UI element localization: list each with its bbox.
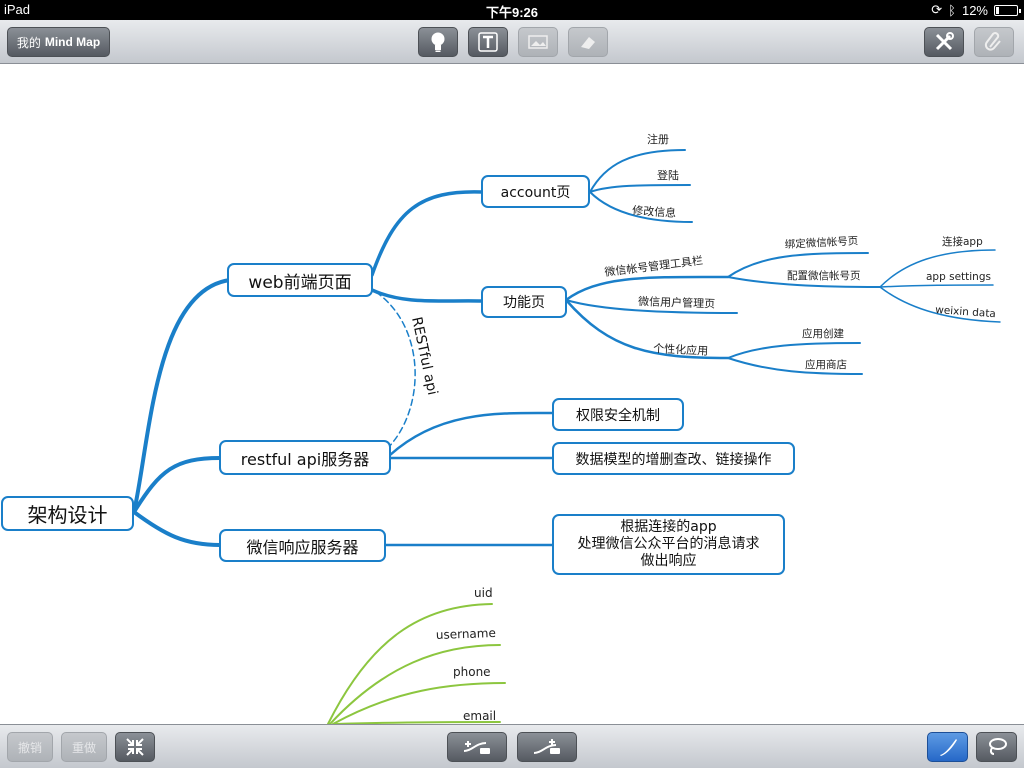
connector-toolbar-config [727, 276, 881, 288]
connector-config-data [879, 286, 1001, 323]
battery-fill [996, 6, 999, 14]
leaf-app-create[interactable]: 应用创建 [802, 327, 844, 340]
connector-config-settings [879, 284, 994, 288]
connector-root-weixin [132, 510, 222, 547]
add-child-button[interactable] [447, 732, 507, 762]
connector-account-login [589, 184, 691, 193]
leaf-bind[interactable]: 绑定微信帐号页 [784, 234, 858, 251]
lasso-icon [988, 738, 1007, 755]
connector-function-personalized [564, 298, 730, 360]
my-mindmap-button[interactable]: 我的 Mind Map [7, 27, 110, 57]
branch-weixin-server[interactable]: 微信响应服务器 [219, 529, 386, 562]
leaf-email[interactable]: email [463, 709, 496, 723]
add-child-node-icon [463, 741, 490, 754]
connector-root-web [132, 278, 232, 514]
connector-toolbar-bind [727, 252, 869, 278]
connector-personal-store [727, 357, 863, 375]
device-name: iPad [4, 2, 31, 17]
image-button[interactable] [518, 27, 558, 57]
connector-config-connect [879, 249, 996, 288]
node-permissions[interactable]: 权限安全机制 [552, 398, 684, 431]
status-bar: iPad 下午9:26 ⟳ ᛒ 12% [0, 0, 1024, 20]
connector-personal-create [727, 342, 861, 359]
bluetooth-icon: ᛒ [948, 2, 956, 18]
connector-restful-permissions [388, 411, 555, 457]
tools-icon [935, 32, 954, 51]
idea-button[interactable] [418, 27, 458, 57]
add-sibling-node-icon [533, 739, 560, 754]
connector-function-toolbar [564, 275, 730, 302]
leaf-register[interactable]: 注册 [647, 132, 669, 146]
connector-function-usermgmt [565, 299, 738, 314]
text-button[interactable] [468, 27, 508, 57]
leaf-toolbar[interactable]: 微信帐号管理工具栏 [604, 253, 704, 279]
undo-button[interactable]: 撤销 [7, 732, 53, 762]
leaf-username[interactable]: username [436, 626, 496, 642]
leaf-weixin-data[interactable]: weixin data [935, 304, 996, 320]
branch-restful[interactable]: restful api服务器 [219, 440, 391, 475]
image-icon [528, 35, 548, 49]
leaf-login[interactable]: 登陆 [657, 168, 679, 182]
leaf-edit-info[interactable]: 修改信息 [632, 203, 677, 220]
rotation-lock-icon: ⟳ [931, 2, 943, 17]
leaf-config[interactable]: 配置微信帐号页 [787, 269, 861, 282]
top-toolbar: 我的 Mind Map [0, 20, 1024, 64]
connector-web-function [370, 288, 484, 303]
branch-web[interactable]: web前端页面 [227, 263, 373, 297]
leaf-phone[interactable]: phone [453, 665, 491, 679]
weixin-response-line-1: 根据连接的app [620, 519, 717, 535]
pen-tool-button[interactable] [927, 732, 968, 762]
node-data-model[interactable]: 数据模型的增删查改、链接操作 [552, 442, 795, 475]
weixin-response-line-2: 处理微信公众平台的消息请求 [577, 536, 760, 552]
eraser-button[interactable] [568, 27, 608, 57]
connector-green-phone [332, 682, 506, 724]
my-mindmap-prefix: 我的 [16, 35, 41, 50]
connector-green-uid [327, 603, 493, 724]
lightbulb-icon [431, 32, 445, 52]
my-mindmap-name: Mind Map [44, 35, 101, 49]
connector-account-edit [589, 191, 693, 223]
add-sibling-button[interactable] [517, 732, 577, 762]
connector-green-email [335, 721, 501, 724]
leaf-app-settings[interactable]: app settings [926, 271, 991, 283]
node-function[interactable]: 功能页 [481, 286, 567, 318]
node-account[interactable]: account页 [481, 175, 590, 208]
pen-icon [939, 739, 957, 756]
mindmap-connectors: RESTful api 注册 登陆 修改信息 微信帐号管理工具栏 微信用户管理页… [132, 132, 1001, 724]
status-right: ⟳ ᛒ 12% [931, 2, 1021, 18]
leaf-user-mgmt[interactable]: 微信用户管理页 [638, 294, 715, 311]
bottom-toolbar: 撤销 重做 [0, 724, 1024, 768]
tools-button[interactable] [924, 27, 964, 57]
leaf-personalized[interactable]: 个性化应用 [653, 341, 709, 358]
leaf-app-store[interactable]: 应用商店 [805, 358, 847, 371]
fit-button[interactable] [115, 732, 155, 762]
connector-root-restful [132, 456, 222, 514]
node-weixin-response[interactable]: 根据连接的app 处理微信公众平台的消息请求 做出响应 [552, 514, 785, 575]
attach-button[interactable] [974, 27, 1014, 57]
clock: 下午9:26 [485, 5, 539, 20]
relation-restful-api-line [375, 291, 416, 456]
leaf-connect-app[interactable]: 连接app [942, 235, 983, 248]
leaf-uid[interactable]: uid [474, 586, 493, 600]
redo-button[interactable]: 重做 [61, 732, 107, 762]
root-node[interactable]: 架构设计 [1, 496, 134, 531]
battery-percent: 12% [961, 2, 988, 18]
connector-green-username [329, 644, 501, 724]
relation-label[interactable]: RESTful api [408, 316, 440, 397]
connector-account-register [589, 149, 686, 193]
weixin-response-line-3: 做出响应 [640, 553, 697, 569]
connector-web-account [370, 190, 484, 277]
paperclip-icon [984, 32, 1001, 51]
mindmap-canvas[interactable]: RESTful api 注册 登陆 修改信息 微信帐号管理工具栏 微信用户管理页… [0, 65, 1024, 724]
lasso-tool-button[interactable] [976, 732, 1017, 762]
eraser-icon [581, 37, 595, 49]
collapse-arrows-icon [126, 738, 144, 756]
battery-icon [994, 4, 1021, 16]
text-format-icon [478, 32, 498, 52]
